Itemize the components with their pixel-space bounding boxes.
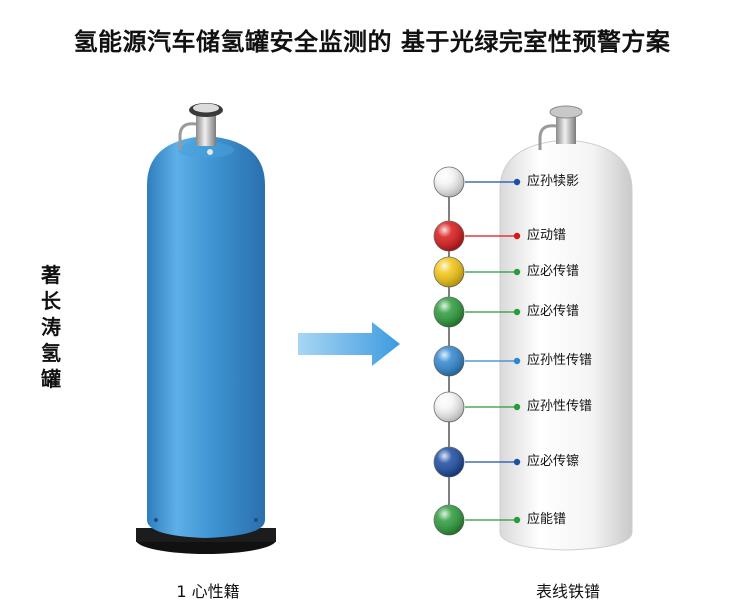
sensor-dot <box>513 458 521 466</box>
sensor-node-6 <box>433 391 521 423</box>
page-title: 氢能源汽车储氢罐安全监测的 基于光绿完室性预警方案 <box>73 28 671 56</box>
sensor-dot <box>513 232 521 240</box>
sensor-label-8: 应能镨 <box>527 512 567 527</box>
sensor-ball-shine <box>434 346 464 376</box>
sensor-dot <box>513 308 521 316</box>
sensor-label-2: 应动镨 <box>527 228 567 243</box>
white-hydrogen-tank <box>499 105 633 551</box>
sensor-ball-shine <box>434 167 464 197</box>
sensor-ball-shine <box>434 297 464 327</box>
sensor-ball-shine <box>434 221 464 251</box>
sensor-dot <box>513 516 521 524</box>
sensor-dot <box>513 357 521 365</box>
sensor-ball-shine <box>434 392 464 422</box>
sensor-label-1: 应孙犊影 <box>527 174 580 189</box>
sensor-node-3 <box>433 256 521 288</box>
sensor-ball-shine <box>434 257 464 287</box>
sensor-dot <box>513 268 521 276</box>
blue-hydrogen-tank <box>136 103 276 554</box>
sensor-dot <box>513 403 521 411</box>
left-caption: 1 心性籍 <box>176 582 240 601</box>
sensor-nodes <box>433 166 521 536</box>
side-label: 著长涛氢罐 <box>41 263 61 391</box>
sensor-node-4 <box>433 296 521 328</box>
sensor-ball-shine <box>434 447 464 477</box>
right-caption: 表线铁镨 <box>535 582 600 601</box>
sensor-dot <box>513 178 521 186</box>
sensor-label-5: 应孙性传镨 <box>527 353 593 368</box>
sensor-ball-shine <box>434 505 464 535</box>
sensor-label-7: 应必传镲 <box>527 454 580 469</box>
sensor-label-4: 应必传镨 <box>527 304 580 319</box>
sensor-label-3: 应必传镨 <box>527 264 580 279</box>
transition-arrow <box>298 322 400 366</box>
sensor-node-2 <box>433 220 521 252</box>
sensor-node-8 <box>433 504 521 536</box>
sensor-node-7 <box>433 446 521 478</box>
sensor-node-1 <box>433 166 521 198</box>
sensor-node-5 <box>433 345 521 377</box>
sensor-label-6: 应孙性传镨 <box>527 399 593 414</box>
